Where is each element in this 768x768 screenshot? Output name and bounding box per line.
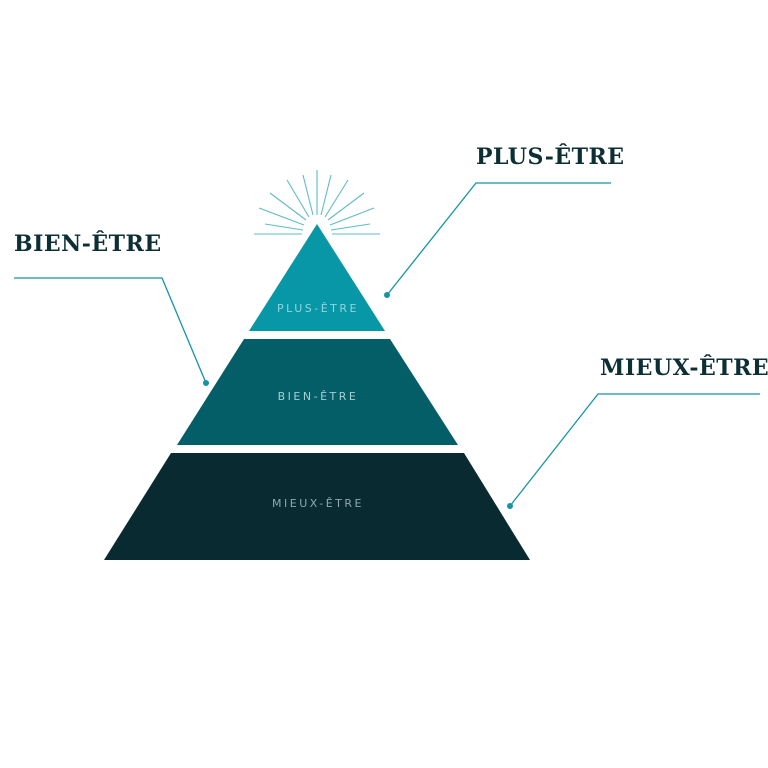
heading-bien-etre: BIEN-ÊTRE bbox=[14, 230, 162, 257]
tier-bien-etre bbox=[177, 339, 458, 445]
connector-lines bbox=[14, 182, 760, 507]
heading-mieux-etre: MIEUX-ÊTRE bbox=[600, 354, 768, 381]
connector-bien-etre bbox=[14, 277, 207, 384]
connector-dot-bien-etre bbox=[203, 380, 209, 386]
connector-dots bbox=[203, 292, 513, 509]
connector-dot-mieux-etre bbox=[507, 503, 513, 509]
tier-label-bien-etre: BIEN-ÊTRE bbox=[278, 390, 359, 403]
connector-plus-etre bbox=[386, 182, 611, 296]
connector-dot-plus-etre bbox=[384, 292, 390, 298]
tier-label-plus-etre: PLUS-ÊTRE bbox=[277, 302, 359, 315]
sunburst-icon bbox=[254, 170, 380, 235]
heading-plus-etre: PLUS-ÊTRE bbox=[476, 143, 625, 170]
tier-plus-etre bbox=[249, 224, 385, 331]
connector-mieux-etre bbox=[509, 393, 760, 507]
tier-mieux-etre bbox=[104, 453, 530, 560]
tier-label-mieux-etre: MIEUX-ÊTRE bbox=[272, 497, 364, 510]
